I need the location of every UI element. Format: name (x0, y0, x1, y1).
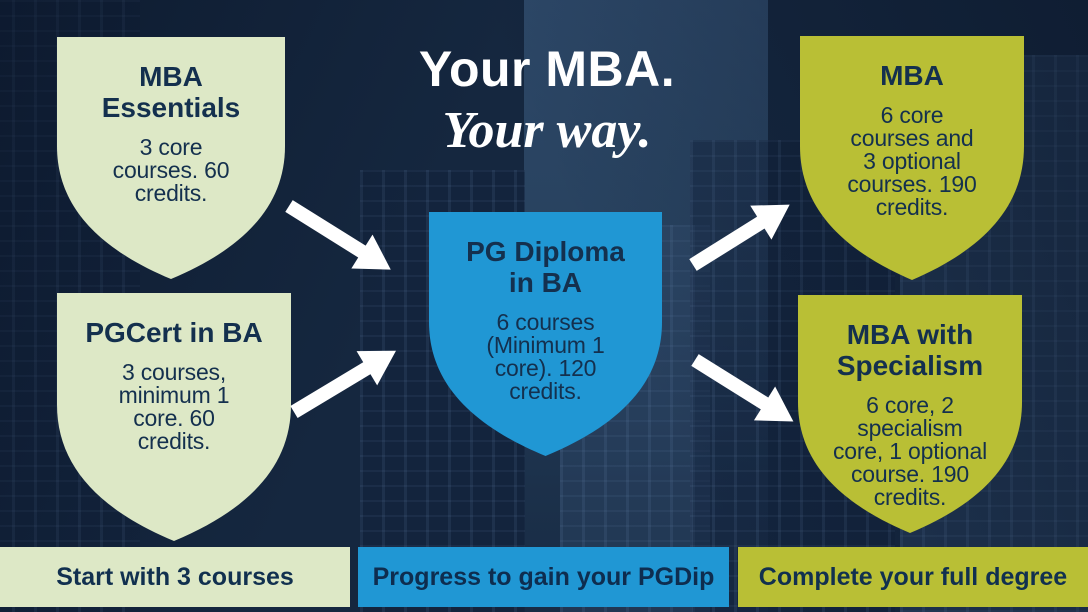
arrow-pgdip-to-mba-icon (682, 187, 801, 282)
shield-body: 6 core courses and 3 optional courses. 1… (847, 102, 977, 220)
shield-title: MBA Essentials (101, 61, 241, 123)
arrow-essentials-to-pgdip-icon (278, 189, 402, 287)
footer-step-label: Progress to gain your PGDip (372, 562, 715, 591)
footer-step-start: Start with 3 courses (0, 547, 350, 607)
shield-body: 3 courses, minimum 1 core. 60 credits. (118, 359, 230, 454)
arrow-shaft (691, 354, 772, 412)
shield-mba-with-specialism: MBA with Specialism 6 core, 2 specialism… (798, 295, 1022, 533)
shield-shape (429, 212, 662, 456)
title-line-1: Your MBA. (418, 41, 676, 97)
shield-body: 6 courses (Minimum 1 core). 120 credits. (486, 309, 605, 404)
shield-mba: MBA 6 core courses and 3 optional course… (800, 36, 1024, 280)
title-line-2: Your way. (442, 102, 652, 159)
shield-title: MBA (880, 60, 944, 91)
shield-shape (800, 36, 1024, 280)
shield-pgcert-in-ba: PGCert in BA 3 courses, minimum 1 core. … (57, 293, 291, 541)
shield-mba-essentials: MBA Essentials 3 core courses. 60 credit… (57, 37, 285, 279)
shield-shape (798, 295, 1022, 533)
shield-body: 6 core, 2 specialism core, 1 optional co… (832, 392, 988, 510)
shield-pg-diploma-in-ba: PG Diploma in BA 6 courses (Minimum 1 co… (429, 212, 662, 456)
arrow-shaft (689, 214, 768, 271)
arrow-pgdip-to-specialism-icon (684, 343, 804, 439)
shield-title: PG Diploma in BA (466, 236, 625, 298)
footer-step-label: Complete your full degree (758, 562, 1068, 591)
footer-step-label: Start with 3 courses (56, 562, 294, 591)
shield-body: 3 core courses. 60 credits. (112, 134, 230, 206)
footer-step-progress: Progress to gain your PGDip (358, 547, 729, 607)
shield-title: MBA with Specialism (836, 319, 984, 381)
arrow-shaft (285, 200, 370, 260)
shield-shape (57, 293, 291, 541)
shield-title: PGCert in BA (85, 317, 263, 348)
arrow-shaft (290, 360, 374, 419)
shield-shape (57, 37, 285, 279)
page-title: Your MBA. Your way. (377, 42, 717, 159)
footer-step-complete: Complete your full degree (738, 547, 1088, 607)
arrow-pgcert-to-pgdip-icon (284, 333, 407, 430)
